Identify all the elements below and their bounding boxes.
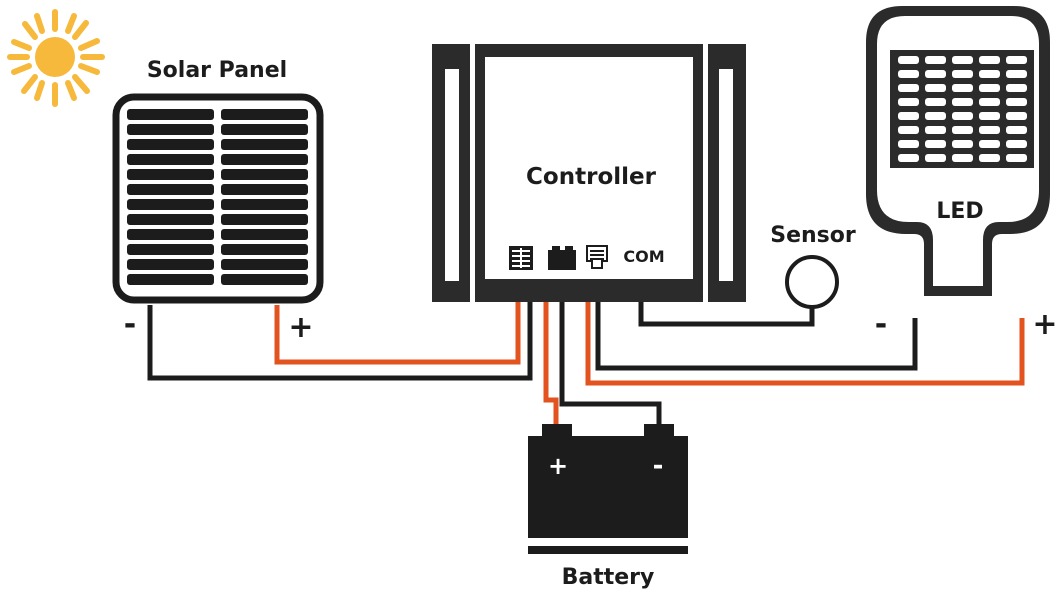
led-chip: [1006, 84, 1027, 92]
solar-negative-sign: -: [124, 307, 136, 342]
led-chip: [925, 126, 946, 134]
panel-cell: [127, 109, 214, 120]
led-chip: [979, 126, 1000, 134]
battery-label: Battery: [562, 565, 655, 590]
solar-port-icon: [509, 246, 533, 270]
led-chip: [979, 70, 1000, 78]
panel-cell: [127, 154, 214, 165]
led-chip: [979, 84, 1000, 92]
panel-cell: [127, 184, 214, 195]
led-chip: [979, 112, 1000, 120]
led-chip: [1006, 154, 1027, 162]
panel-cell: [221, 124, 308, 135]
controller-label: Controller: [526, 164, 657, 190]
panel-cell: [221, 139, 308, 150]
led-chip: [925, 56, 946, 64]
led-chip: [925, 84, 946, 92]
led-chip: [952, 154, 973, 162]
led-chip: [952, 56, 973, 64]
led-chip: [898, 126, 919, 134]
led-label: LED: [936, 199, 983, 224]
panel-cell: [221, 259, 308, 270]
panel-cell: [127, 244, 214, 255]
led-chip: [898, 98, 919, 106]
wire-solar-positive: [274, 302, 521, 365]
panel-cell: [127, 199, 214, 210]
panel-cell: [127, 169, 214, 180]
led-chip: [1006, 70, 1027, 78]
led-chip: [952, 70, 973, 78]
led-chip: [925, 112, 946, 120]
wire-led-negative: [595, 302, 918, 371]
led-chip: [1006, 56, 1027, 64]
led-chip: [952, 84, 973, 92]
solar-panel-label: Solar Panel: [147, 58, 287, 83]
panel-cell: [127, 139, 214, 150]
panel-cell: [221, 109, 308, 120]
led-chip: [1006, 140, 1027, 148]
panel-cell: [127, 259, 214, 270]
led-positive-sign: +: [1032, 307, 1057, 342]
panel-cell: [221, 154, 308, 165]
led-chip: [952, 112, 973, 120]
lamp-icon: [866, 6, 1050, 296]
led-chip: [952, 98, 973, 106]
led-chip: [898, 112, 919, 120]
panel-cell: [127, 124, 214, 135]
panel-cell: [221, 214, 308, 225]
battery-negative-sign: -: [653, 451, 664, 481]
panel-cell: [221, 229, 308, 240]
panel-cell: [221, 169, 308, 180]
battery-icon: [528, 424, 688, 554]
led-chip: [925, 140, 946, 148]
battery-port-icon: [548, 246, 576, 270]
led-chip: [979, 56, 1000, 64]
lamp-port-icon: [586, 245, 608, 269]
led-chip: [898, 56, 919, 64]
wire-solar-negative: [147, 302, 533, 381]
led-chip: [952, 140, 973, 148]
wire-led-positive: [585, 302, 1025, 386]
led-chip: [925, 154, 946, 162]
panel-cell: [221, 199, 308, 210]
led-chip: [898, 140, 919, 148]
panel-cell: [221, 244, 308, 255]
led-chip: [952, 126, 973, 134]
wire-battery-negative: [559, 302, 662, 425]
led-chip: [1006, 126, 1027, 134]
led-chip: [898, 84, 919, 92]
panel-cell: [127, 214, 214, 225]
panel-cell: [127, 274, 214, 285]
led-chip: [1006, 112, 1027, 120]
solar-positive-sign: +: [288, 310, 313, 345]
led-chip: [979, 154, 1000, 162]
sun-icon: [7, 9, 105, 107]
led-chip: [925, 98, 946, 106]
panel-cell: [221, 274, 308, 285]
panel-cell: [127, 229, 214, 240]
led-chip: [1006, 98, 1027, 106]
panel-cell: [221, 184, 308, 195]
led-chip: [979, 98, 1000, 106]
sensor-label: Sensor: [770, 223, 856, 248]
led-chip: [925, 70, 946, 78]
led-chip: [898, 70, 919, 78]
led-chip: [898, 154, 919, 162]
com-port-label: COM: [623, 247, 664, 266]
led-chip: [979, 140, 1000, 148]
wire-battery-positive: [543, 302, 559, 425]
led-negative-sign: -: [875, 307, 887, 342]
solar-panel-icon: [112, 93, 324, 304]
wire-sensor: [638, 302, 815, 327]
sensor-icon: [785, 255, 839, 309]
battery-positive-sign: +: [548, 452, 568, 480]
